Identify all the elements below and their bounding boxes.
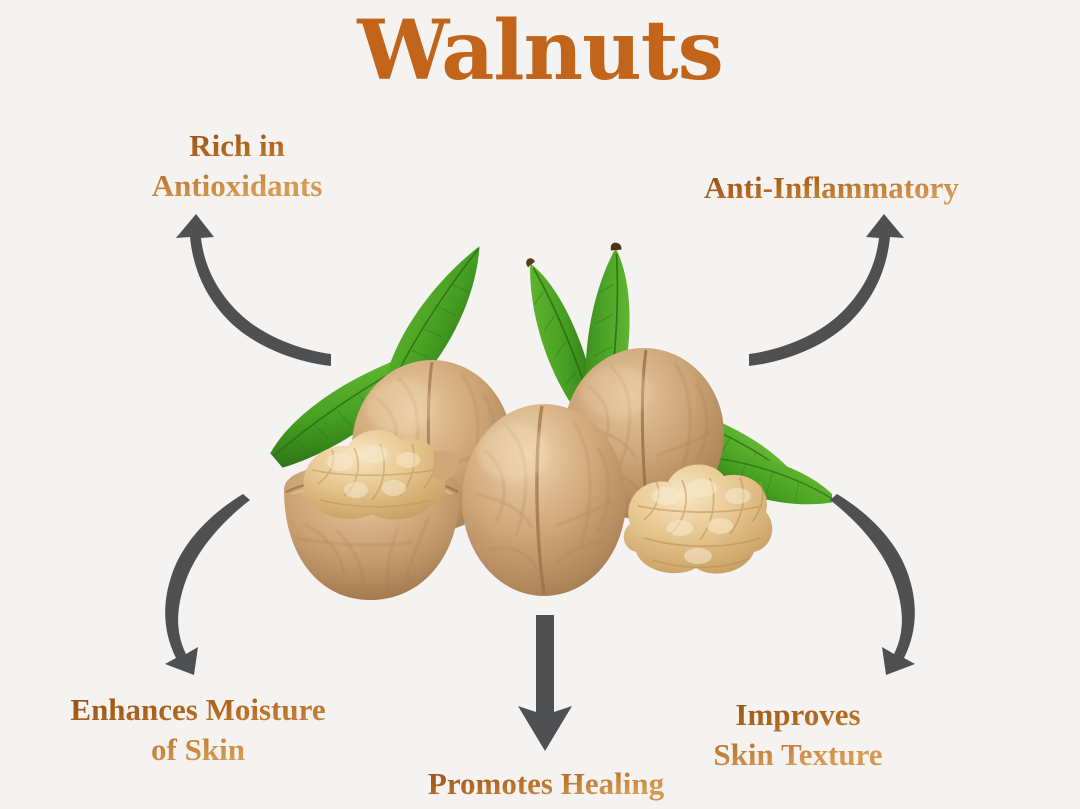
benefit-line-1: Enhances Moisture (70, 692, 326, 727)
walnut-illustration (248, 238, 839, 624)
page-title: Walnuts (357, 3, 724, 99)
benefit-line-1: Improves (735, 697, 861, 732)
arrow-curved-up-right (749, 214, 904, 366)
arrow-curved-down-right (830, 494, 915, 675)
benefit-label-improves-skin-texture: Improves Skin Texture (698, 695, 898, 774)
benefit-label-anti-inflammatory: Anti-Inflammatory (704, 168, 984, 208)
whole-walnut-front (462, 404, 626, 596)
benefit-label-enhances-moisture-of-skin: Enhances Moisture of Skin (48, 690, 348, 769)
arrow-curved-down-left (165, 494, 250, 675)
benefit-line-1: Promotes Healing (427, 766, 665, 801)
benefit-line-2: Skin Texture (713, 736, 883, 772)
half-shell-with-kernel (284, 429, 460, 600)
benefit-line-2: of Skin (151, 731, 245, 767)
loose-kernel (623, 464, 773, 574)
arrow-curved-up-left (176, 214, 331, 366)
benefit-line-2: Antioxidants (151, 167, 323, 203)
benefit-label-rich-in-antioxidants: Rich in Antioxidants (137, 126, 337, 205)
benefit-line-1: Rich in (189, 128, 285, 163)
benefit-label-promotes-healing: Promotes Healing (408, 764, 684, 804)
benefit-line-1: Anti-Inflammatory (704, 170, 959, 205)
arrow-straight-down (518, 615, 572, 751)
